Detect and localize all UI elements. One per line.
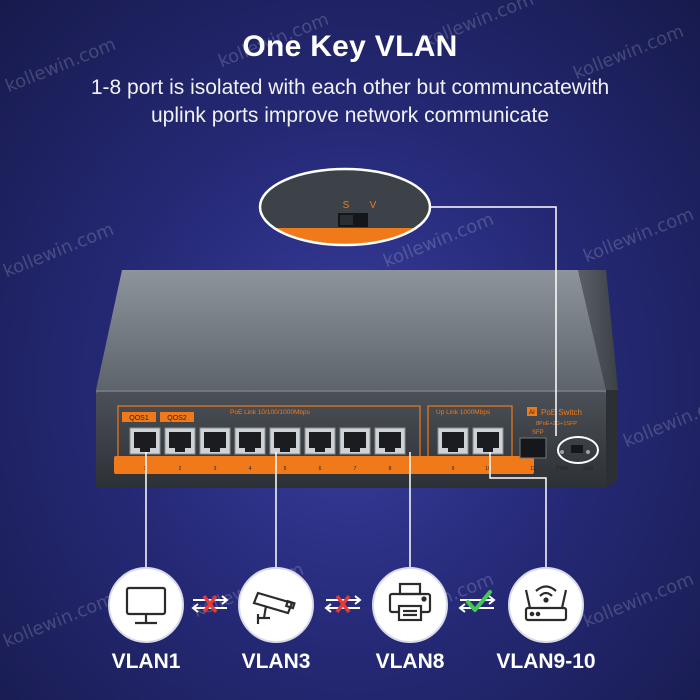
vlan1-label: VLAN1 (111, 650, 181, 673)
vlan9-10-device (508, 567, 584, 643)
port-number-label: 7 (354, 466, 357, 472)
vlan-button-highlight (557, 436, 599, 464)
ethernet-port-6 (304, 427, 336, 455)
sfp-label: SFP (532, 430, 544, 436)
qos1-badge (122, 412, 156, 422)
port-number-label: 2 (179, 466, 182, 472)
uplink-port-9 (437, 427, 469, 455)
ethernet-port-8 (374, 427, 406, 455)
port-number-label: 6 (319, 466, 322, 472)
page-title: One Key VLAN (242, 30, 458, 63)
uplink-orange-strip (430, 456, 510, 474)
qos1-label: QOS1 (129, 415, 149, 422)
ethernet-port-3 (199, 427, 231, 455)
dip-label-s: S (343, 200, 350, 211)
pwr-label: PWR (556, 466, 568, 472)
ethernet-port-5 (269, 427, 301, 455)
qos2-badge (160, 412, 194, 422)
vlan-dip-switch (571, 445, 583, 453)
ethernet-port-7 (339, 427, 371, 455)
router-icon (524, 585, 568, 622)
uplink-port-frame (427, 405, 513, 459)
vlan-connector-lines (145, 452, 547, 570)
vlan1-device (108, 567, 184, 643)
poe-orange-strip (114, 456, 534, 474)
port-number-label: 5 (284, 466, 287, 472)
vlan8-label: VLAN8 (375, 650, 445, 673)
monitor-icon (125, 586, 167, 625)
ethernet-ports: 1 2 3 4 5 6 7 8 9 10 (129, 427, 504, 472)
brand-badge (527, 407, 537, 416)
vlan3-label: VLAN3 (241, 650, 311, 673)
poe-port-frame (117, 405, 421, 459)
poe-group-label: PoE Link 10/100/1000Mbps (230, 409, 311, 416)
blocked-indicator-1-3 (191, 594, 229, 614)
port-number-label: 9 (452, 466, 455, 472)
uplink-port-10 (472, 427, 504, 455)
cctv-camera-icon (252, 591, 296, 624)
ethernet-port-4 (234, 427, 266, 455)
brand-badge-text: AI (529, 410, 535, 416)
vlan3-device (238, 567, 314, 643)
allowed-indicator-8-9 (458, 590, 496, 613)
ethernet-port-1 (129, 427, 161, 455)
pwr-led (560, 450, 564, 454)
subtitle-line-2: uplink ports improve network communicate (151, 104, 549, 127)
vlan9-10-label: VLAN9-10 (496, 650, 596, 673)
qos2-label: QOS2 (167, 415, 187, 422)
uplink-group-label: Up Link 1000Mbps (436, 409, 491, 416)
sfp-slot (519, 437, 547, 459)
port-number-label: 10 (485, 466, 491, 472)
port-number-label: 4 (249, 466, 252, 472)
blocked-indicator-3-8 (324, 594, 362, 614)
vlan8-device (372, 567, 448, 643)
ethernet-port-2 (164, 427, 196, 455)
subtitle-line-1: 1-8 port is isolated with each other but… (90, 76, 610, 99)
vln-label: VLN (583, 466, 593, 472)
port-number-label: 1 (144, 466, 147, 472)
port-number-label: 3 (214, 466, 217, 472)
vln-led (586, 450, 590, 454)
dip-label-v: V (370, 200, 377, 211)
port-number-label: 8 (389, 466, 392, 472)
callout-connector (430, 206, 557, 436)
port-11-label: 11 (530, 466, 535, 472)
dip-switch-zoom-callout: S V (258, 167, 432, 247)
brand-name: PoE Switch (541, 408, 582, 417)
printer-icon (388, 582, 432, 622)
